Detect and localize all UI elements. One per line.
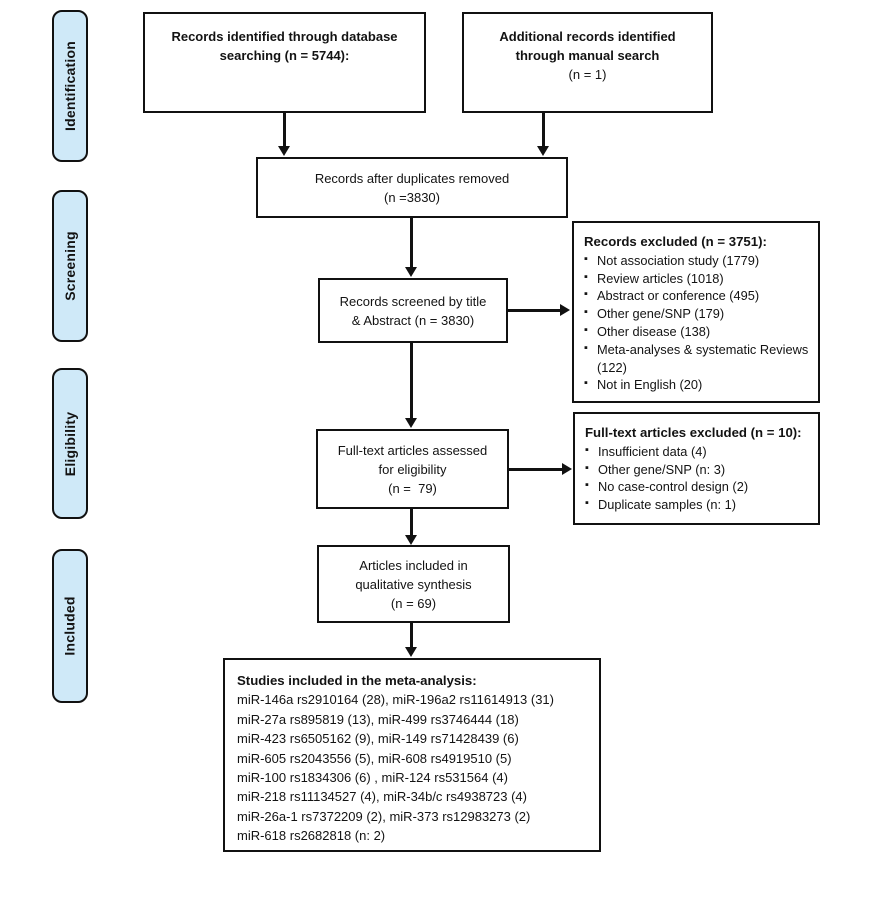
excluded-reason-text: Other gene/SNP (179) xyxy=(597,306,725,322)
meta-analysis-study-line: miR-26a-1 rs7372209 (2), miR-373 rs12983… xyxy=(237,808,531,824)
excluded-reason-text: Not in English (20) xyxy=(597,377,703,393)
fulltext-excluded-reason: ▪ Duplicate samples (n: 1) xyxy=(585,496,810,514)
stage-identification-label: Identification xyxy=(62,41,79,131)
fulltext-excluded-list: ▪ Insufficient data (4) ▪ Other gene/SNP (… xyxy=(585,443,810,514)
stage-screening-label: Screening xyxy=(62,231,78,301)
excluded-reason-text: Review articles (1018) xyxy=(597,270,724,286)
box-fulltext-assessed-line1: Full-text articles assessed xyxy=(337,442,488,458)
fulltext-excluded-reason: ▪ Insufficient data (4) xyxy=(585,443,810,461)
box-meta-analysis: Studies included in the meta-analysis: m… xyxy=(223,658,601,852)
excluded-reason-text: Abstract or conference (495) xyxy=(597,288,760,304)
meta-analysis-study-line: miR-27a rs895819 (13), miR-499 rs3746444… xyxy=(237,711,519,727)
arrow-screened-to-excluded xyxy=(507,309,561,312)
excluded-reason-text: Other disease (138) xyxy=(597,323,711,339)
bullet-square-icon: ▪ xyxy=(584,270,588,283)
box-fulltext-excluded: Full-text articles excluded (n = 10): ▪ I… xyxy=(573,412,820,525)
box-duplicates-removed-line2: (n =3830) xyxy=(383,189,440,205)
stage-included-label: Included xyxy=(62,596,79,656)
fulltext-excluded-reason-text: Insufficient data (4) xyxy=(598,443,707,459)
meta-analysis-study-line: miR-146a rs2910164 (28), miR-196a2 rs116… xyxy=(237,692,554,708)
box-qualitative-synthesis: Articles included in qualitative synthes… xyxy=(317,545,510,623)
meta-analysis-study-line: miR-100 rs1834306 (6) , miR-124 rs531564… xyxy=(237,770,508,786)
arrow-fulltext-to-qualitative xyxy=(410,508,413,536)
box-fulltext-excluded-header: Full-text articles excluded (n = 10): xyxy=(585,425,802,440)
box-duplicates-removed: Records after duplicates removed (n =383… xyxy=(256,157,568,218)
fulltext-excluded-reason-text: Other gene/SNP (n: 3) xyxy=(598,461,726,477)
excluded-reason: ▪ Review articles (1018) xyxy=(584,270,810,288)
excluded-reason: ▪ Other disease (138) xyxy=(584,323,810,341)
arrow-dedup-to-screened xyxy=(410,218,413,268)
stage-eligibility-label: Eligibility xyxy=(62,411,78,476)
records-excluded-list: ▪ Not association study (1779) ▪ Review ar… xyxy=(584,252,810,394)
bullet-square-icon: ▪ xyxy=(584,306,588,319)
arrow-fulltext-to-excluded xyxy=(508,468,563,471)
arrow-qualitative-to-meta xyxy=(410,622,413,648)
box-manual-search: Additional records identified through ma… xyxy=(462,12,713,113)
stage-included: Included xyxy=(52,549,88,703)
box-fulltext-assessed: Full-text articles assessed for eligibil… xyxy=(316,429,509,509)
meta-analysis-study-line: miR-618 rs2682818 (n: 2) xyxy=(237,828,386,844)
arrow-manual-to-dedup xyxy=(542,112,545,147)
fulltext-excluded-reason-text: No case-control design (2) xyxy=(598,479,749,495)
excluded-reason: ▪ Other gene/SNP (179) xyxy=(584,305,810,323)
excluded-reason: ▪ Not in English (20) xyxy=(584,376,810,394)
excluded-reason: ▪ Meta-analyses & systematic Reviews (122… xyxy=(584,341,810,377)
bullet-square-icon: ▪ xyxy=(585,443,589,456)
fulltext-excluded-reason-text: Duplicate samples (n: 1) xyxy=(598,497,736,513)
excluded-reason: ▪ Not association study (1779) xyxy=(584,252,810,270)
meta-analysis-study-line: miR-218 rs11134527 (4), miR-34b/c rs4938… xyxy=(237,789,527,805)
bullet-square-icon: ▪ xyxy=(584,377,588,390)
bullet-square-icon: ▪ xyxy=(585,461,589,474)
fulltext-excluded-reason: ▪ Other gene/SNP (n: 3) xyxy=(585,461,810,479)
meta-analysis-study-line: miR-423 rs6505162 (9), miR-149 rs7142843… xyxy=(237,731,519,747)
stage-identification: Identification xyxy=(52,10,88,162)
bullet-square-icon: ▪ xyxy=(584,323,588,336)
box-records-screened-line1: Records screened by title xyxy=(339,293,487,309)
bullet-square-icon: ▪ xyxy=(584,288,588,301)
box-duplicates-removed-line1: Records after duplicates removed xyxy=(314,170,510,186)
box-database-search: Records identified through database sear… xyxy=(143,12,426,113)
box-qualitative-synthesis-line3: (n = 69) xyxy=(390,595,437,611)
fulltext-excluded-reason: ▪ No case-control design (2) xyxy=(585,478,810,496)
box-records-excluded: Records excluded (n = 3751): ▪ Not associ… xyxy=(572,221,820,403)
box-records-excluded-header: Records excluded (n = 3751): xyxy=(584,234,767,249)
box-fulltext-assessed-line2: for eligibility xyxy=(378,461,447,477)
excluded-reason-text: Meta-analyses & systematic Reviews (122) xyxy=(597,341,809,375)
box-qualitative-synthesis-line1: Articles included in xyxy=(359,557,468,573)
meta-analysis-study-line: miR-605 rs2043556 (5), miR-608 rs4919510… xyxy=(237,750,512,766)
arrow-database-to-dedup xyxy=(283,112,286,147)
box-manual-search-line1: Additional records identified xyxy=(499,29,676,44)
box-database-search-line1: Records identified through database xyxy=(171,29,398,44)
box-manual-search-count: (n = 1) xyxy=(568,67,607,82)
bullet-square-icon: ▪ xyxy=(585,479,589,492)
box-records-screened: Records screened by title & Abstract (n … xyxy=(318,278,508,343)
box-database-search-line2: searching (n = 5744): xyxy=(219,48,350,63)
excluded-reason: ▪ Abstract or conference (495) xyxy=(584,287,810,305)
stage-eligibility: Eligibility xyxy=(52,368,88,519)
arrow-screened-to-fulltext xyxy=(410,342,413,419)
bullet-square-icon: ▪ xyxy=(584,341,588,354)
excluded-reason-text: Not association study (1779) xyxy=(597,252,760,268)
box-fulltext-assessed-line3: (n = 79) xyxy=(388,480,437,496)
bullet-square-icon: ▪ xyxy=(584,252,588,265)
box-qualitative-synthesis-line2: qualitative synthesis xyxy=(355,576,472,592)
bullet-square-icon: ▪ xyxy=(585,497,589,510)
box-manual-search-line2: through manual search xyxy=(515,48,660,63)
box-meta-analysis-header: Studies included in the meta-analysis: xyxy=(237,673,477,688)
stage-screening: Screening xyxy=(52,190,88,342)
box-records-screened-line2: & Abstract (n = 3830) xyxy=(351,312,475,328)
